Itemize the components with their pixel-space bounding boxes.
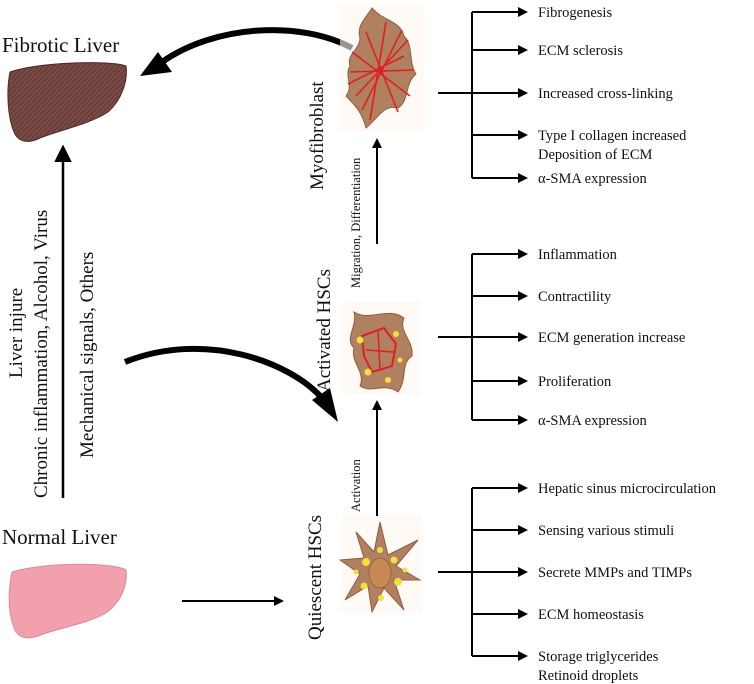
fibrotic-liver-label: Fibrotic Liver [2, 33, 119, 57]
activated-item-label: ECM generation increase [538, 330, 685, 346]
quiescent-item-label: Hepatic sinus microcirculation [538, 481, 717, 497]
activated-hsc-icon [342, 302, 420, 394]
quiescent-hsc-icon [338, 515, 422, 614]
activated-bracket-icon [438, 254, 473, 420]
quiescent-item-label: Retinoid droplets [538, 668, 639, 684]
injury-causes-line1: Chronic inflammation, Alcohol, Virus [31, 210, 52, 498]
myofibroblast-bracket-icon [438, 12, 473, 178]
normal-liver-icon [8, 563, 127, 639]
curved-arrow-to-activated-icon [123, 345, 325, 401]
myofibroblast-item-label: Deposition of ECM [538, 147, 652, 163]
myofibroblast-item-label: Fibrogenesis [538, 5, 612, 21]
activated-item-label: Inflammation [538, 247, 618, 263]
injury-title: Liver injure [6, 288, 27, 378]
quiescent-hsc-label: Quiescent HSCs [305, 515, 326, 640]
curved-arrow-head-fibrotic-icon [140, 52, 172, 76]
myofibroblast-item-label: α-SMA expression [538, 171, 647, 187]
injury-causes-line2: Mechanical signals, Others [77, 252, 98, 458]
myofibroblast-label: Myofibroblast [307, 81, 328, 190]
quiescent-item-label: Sensing various stimuli [538, 523, 674, 539]
activated-item-label: α-SMA expression [538, 413, 647, 429]
activated-hsc-label: Activated HSCs [314, 269, 335, 392]
quiescent-item-label: Storage triglycerides [538, 649, 659, 665]
activated-item-label: Contractility [538, 289, 612, 305]
activation-label: Activation [349, 458, 363, 512]
fibrotic-liver-icon [7, 62, 127, 142]
myofibroblast-item-label: Type I collagen increased [538, 128, 687, 144]
quiescent-item-label: ECM homeostasis [538, 607, 644, 623]
myofibroblast-item-label: Increased cross-linking [538, 86, 673, 102]
myofibroblast-icon [340, 4, 424, 132]
quiescent-bracket-icon [438, 488, 473, 656]
curved-arrow-head-activated-icon [312, 388, 338, 422]
myofibroblast-item-label: ECM sclerosis [538, 43, 623, 59]
normal-liver-label: Normal Liver [2, 525, 117, 549]
migration-label: Migration, Differentiation [349, 157, 363, 288]
quiescent-item-label: Secrete MMPs and TIMPs [538, 565, 692, 581]
activated-item-label: Proliferation [538, 374, 612, 390]
curved-arrow-to-fibrotic-icon [160, 27, 354, 65]
